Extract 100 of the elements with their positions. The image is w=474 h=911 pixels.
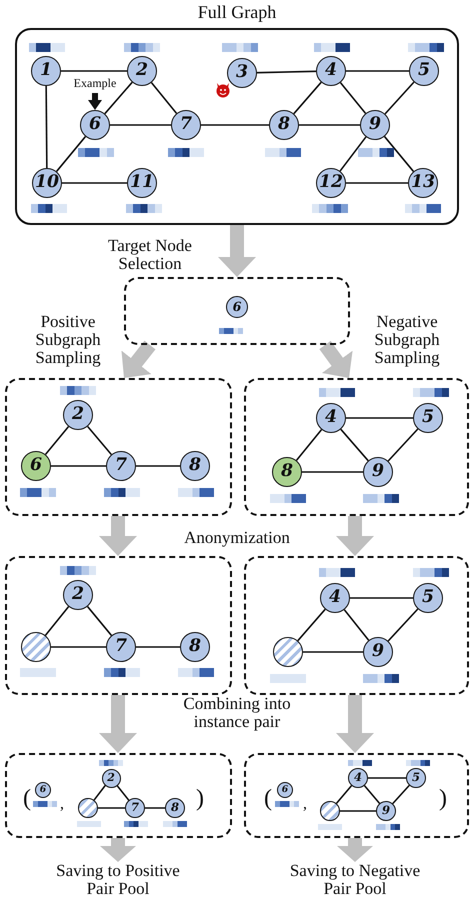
graph-edge: [44, 426, 70, 455]
graph-edge: [346, 417, 413, 419]
process-arrow: [99, 695, 137, 753]
graph-edge: [256, 70, 316, 74]
graph-edge: [392, 784, 410, 804]
pair-punctuation: ,: [59, 796, 65, 814]
graph-edge: [303, 651, 363, 653]
process-arrow: [121, 340, 156, 378]
graph-node: 5: [409, 56, 439, 86]
graph-node: 4: [320, 583, 350, 613]
graph-edge: [340, 82, 366, 114]
edge-label: Negative Subgraph Sampling: [373, 313, 441, 367]
graph-node: 2: [63, 400, 93, 430]
graph-edge: [340, 810, 376, 812]
graph-node: 7: [125, 798, 145, 818]
graph-edge: [51, 646, 106, 648]
graph-edge: [344, 609, 370, 641]
graph-edge: [388, 608, 418, 642]
graph-edge: [346, 182, 408, 184]
graph-edge: [62, 182, 127, 184]
graph-edge: [150, 82, 178, 114]
graph-node: 2: [127, 56, 157, 86]
graph-node: 9: [363, 457, 393, 487]
process-arrow: [337, 838, 373, 862]
process-arrow: [319, 340, 353, 378]
anonymized-node: [78, 798, 98, 818]
graph-edge: [61, 70, 127, 72]
graph-edge: [302, 471, 363, 473]
graph-edge: [56, 136, 86, 172]
graph-node: 8: [269, 110, 299, 140]
step-label: Anonymization: [183, 529, 291, 547]
graph-edge: [51, 465, 106, 467]
anonymized-node: [273, 637, 303, 667]
graph-edge: [45, 86, 48, 168]
graph-node: 2: [63, 580, 93, 610]
graph-edge: [340, 428, 369, 462]
graph-node: 13: [408, 168, 438, 198]
anonymized-node: [320, 801, 340, 821]
graph-node: 5: [406, 768, 426, 788]
graph-node: 10: [32, 168, 62, 198]
graph-edge: [339, 136, 367, 172]
graph-node: 9: [363, 637, 393, 667]
step-label: Saving to Negative Pair Pool: [280, 862, 430, 902]
graph-edge: [93, 785, 106, 801]
process-arrow: [218, 225, 256, 277]
graph-edge: [293, 82, 322, 114]
graph-edge: [297, 608, 326, 642]
step-label: Example: [62, 77, 128, 93]
graph-node: 8: [165, 798, 185, 818]
graph-node: 2: [102, 768, 120, 788]
graph-edge: [388, 428, 418, 462]
pair-punctuation: ,: [302, 796, 308, 814]
graph-edge: [384, 136, 414, 172]
graph-edge: [299, 124, 360, 126]
graph-node: 4: [316, 403, 346, 433]
graph-node: 7: [171, 110, 201, 140]
graph-edge: [136, 646, 180, 648]
pair-punctuation: (: [22, 786, 32, 812]
graph-node: 6: [35, 782, 51, 798]
pair-punctuation: ): [438, 786, 448, 812]
edge-label: Positive Subgraph Sampling: [34, 313, 102, 367]
graph-edge: [350, 597, 413, 599]
graph-node: 9: [376, 801, 396, 821]
step-label: Saving to Positive Pair Pool: [43, 862, 193, 902]
graph-edge: [336, 785, 352, 804]
graph-node: 11: [127, 168, 157, 198]
graph-node: 1: [31, 56, 61, 86]
graph-node: 8: [272, 457, 302, 487]
graph-edge: [364, 785, 380, 804]
graph-edge: [104, 82, 133, 114]
graph-node: 4: [316, 56, 346, 86]
graph-node: 3: [227, 58, 257, 88]
graph-node: 6: [21, 451, 51, 481]
graph-edge: [201, 124, 269, 126]
graph-edge: [116, 784, 130, 801]
graph-edge: [368, 777, 406, 779]
graph-edge: [87, 426, 112, 456]
pointer-arrow: [88, 93, 102, 110]
panel-title: Full Graph: [196, 2, 278, 23]
graph-node: 7: [106, 632, 136, 662]
pair-punctuation: (: [263, 786, 273, 812]
anonymized-node: [21, 632, 51, 662]
graph-edge: [296, 429, 322, 461]
graph-node: 6: [226, 296, 248, 318]
graph-edge: [110, 124, 171, 126]
graph-node: 9: [360, 110, 390, 140]
process-arrow: [99, 516, 137, 556]
graph-node: 8: [180, 451, 210, 481]
graph-edge: [98, 807, 125, 809]
step-label: Combining into instance pair: [182, 695, 292, 731]
process-arrow: [100, 838, 136, 862]
graph-node: 5: [413, 583, 443, 613]
graph-node: 7: [106, 451, 136, 481]
process-arrow: [336, 516, 374, 556]
graph-edge: [136, 465, 180, 467]
pair-punctuation: ): [195, 786, 205, 812]
graph-node: 12: [316, 168, 346, 198]
process-arrow: [336, 695, 374, 753]
graph-edge: [145, 807, 165, 809]
graph-edge: [86, 606, 112, 636]
